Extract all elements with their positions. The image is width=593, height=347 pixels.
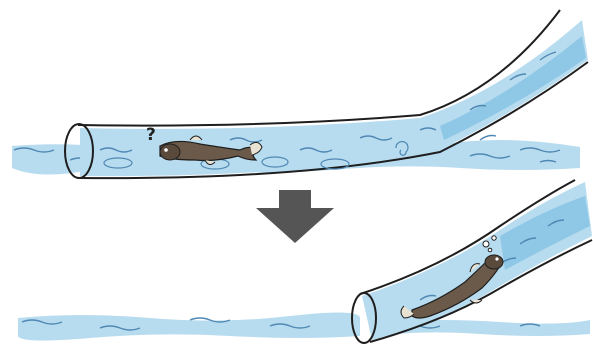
pipe-water-bottom <box>362 182 592 340</box>
question-mark-icon: ? <box>146 125 156 145</box>
down-arrow-icon <box>256 190 334 243</box>
panel-before: ? <box>12 10 588 178</box>
pipe-water-deep <box>440 36 586 140</box>
